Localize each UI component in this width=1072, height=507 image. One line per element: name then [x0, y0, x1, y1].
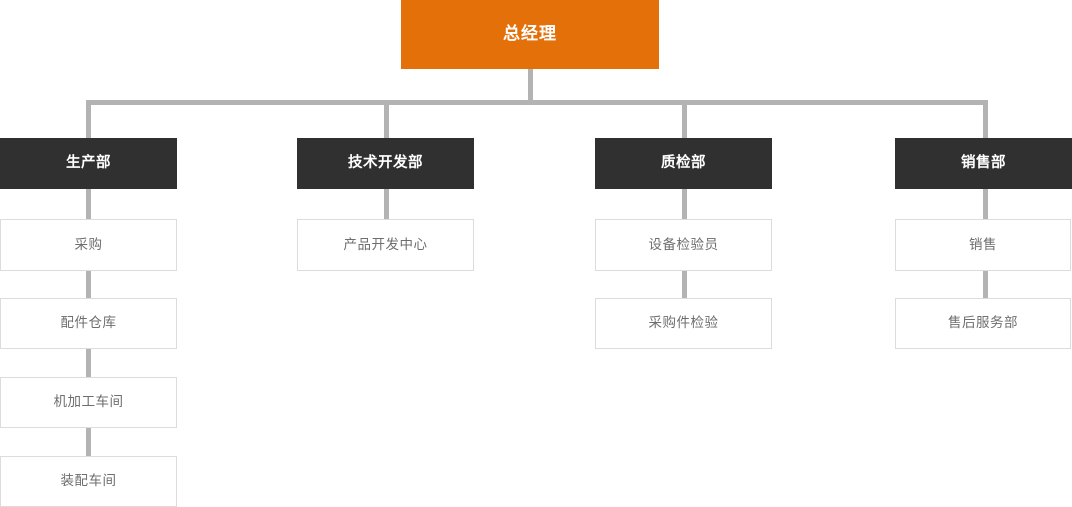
connector-dept1-to-child1	[86, 189, 91, 219]
connector-child1-to-child2	[86, 271, 91, 298]
node-label: 产品开发中心	[343, 236, 428, 252]
connector-bus-to-branch-4	[983, 100, 988, 138]
connector-bus-to-branch-1	[86, 100, 91, 138]
node-dept-2[interactable]: 技术开发部	[297, 138, 474, 189]
node-sub-1-3[interactable]: 机加工车间	[0, 377, 177, 428]
connector-bus-to-branch-2	[384, 100, 389, 138]
node-label: 采购件检验	[648, 315, 719, 331]
connector-child31-to-child32	[682, 271, 687, 298]
connector-child3-to-child4	[86, 428, 91, 456]
connector-dept4-to-child1	[983, 189, 988, 219]
connector-dept2-to-child1	[384, 189, 389, 219]
node-sub-1-2[interactable]: 配件仓库	[0, 298, 177, 349]
node-label: 生产部	[66, 154, 111, 171]
connector-horizontal-bus	[86, 100, 988, 105]
node-label: 设备检验员	[648, 236, 719, 252]
node-label: 采购	[74, 236, 103, 252]
connector-child2-to-child3	[86, 349, 91, 377]
connector-root-down	[528, 69, 533, 100]
node-sub-1-4[interactable]: 装配车间	[0, 456, 177, 507]
node-sub-3-1[interactable]: 设备检验员	[595, 219, 772, 271]
node-dept-3[interactable]: 质检部	[595, 138, 772, 189]
node-dept-1[interactable]: 生产部	[0, 138, 177, 189]
node-label: 质检部	[661, 154, 706, 171]
connector-bus-to-branch-3	[682, 100, 687, 138]
node-sub-4-2[interactable]: 售后服务部	[895, 298, 1071, 349]
node-sub-3-2[interactable]: 采购件检验	[595, 298, 772, 349]
connector-dept3-to-child1	[682, 189, 687, 219]
node-sub-4-1[interactable]: 销售	[895, 219, 1071, 271]
connector-child41-to-child42	[983, 271, 988, 298]
node-dept-4[interactable]: 销售部	[895, 138, 1072, 189]
node-sub-2-1[interactable]: 产品开发中心	[297, 219, 474, 271]
node-label: 机加工车间	[53, 394, 124, 410]
node-label: 技术开发部	[348, 154, 423, 171]
node-label: 销售部	[961, 154, 1006, 171]
node-label: 总经理	[503, 24, 557, 44]
node-label: 配件仓库	[60, 315, 117, 331]
node-label: 销售	[969, 236, 997, 252]
node-label: 装配车间	[60, 473, 117, 489]
node-root-general-manager[interactable]: 总经理	[401, 0, 659, 69]
node-label: 售后服务部	[948, 315, 1018, 331]
node-sub-1-1[interactable]: 采购	[0, 219, 177, 271]
